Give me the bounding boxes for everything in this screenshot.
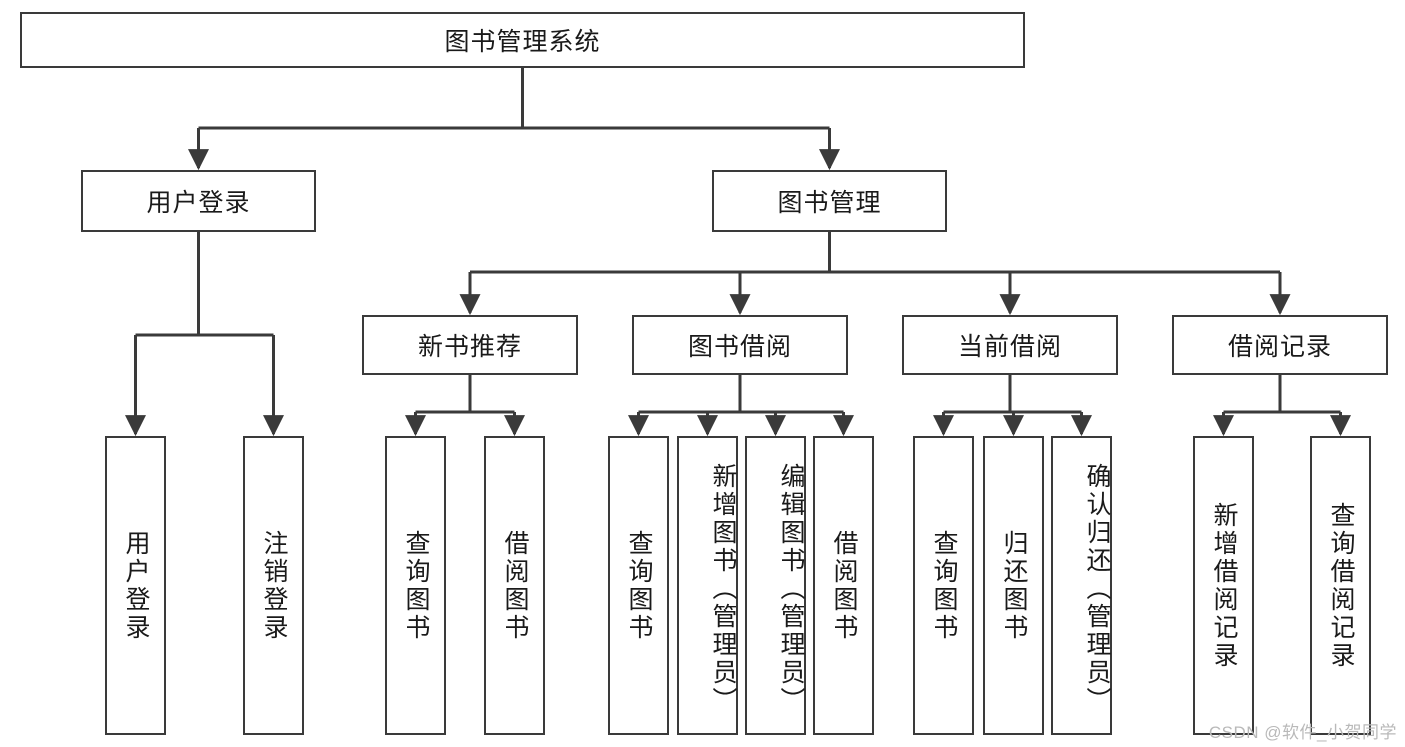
leaf-node-7[interactable]: 借阅图书 <box>813 436 874 735</box>
level3-node-3-label: 借阅记录 <box>1227 333 1332 361</box>
leaf-node-7-label: 借阅图书 <box>830 529 858 642</box>
level2-node-0[interactable]: 用户登录 <box>81 170 316 232</box>
leaf-node-6-label: 编辑图书（管理员） <box>777 462 805 715</box>
leaf-node-4-label: 查询图书 <box>625 529 653 642</box>
leaf-node-1[interactable]: 注销登录 <box>243 436 304 735</box>
leaf-node-12[interactable]: 查询借阅记录 <box>1310 436 1371 735</box>
leaf-node-6[interactable]: 编辑图书（管理员） <box>745 436 806 735</box>
leaf-node-11[interactable]: 新增借阅记录 <box>1193 436 1254 735</box>
leaf-node-3[interactable]: 借阅图书 <box>484 436 545 735</box>
level2-node-0-label: 用户登录 <box>146 189 251 217</box>
level2-node-1[interactable]: 图书管理 <box>712 170 947 232</box>
root-node-0-label: 图书管理系统 <box>444 28 601 56</box>
level3-node-0-label: 新书推荐 <box>417 333 522 361</box>
leaf-node-9-label: 归还图书 <box>1000 529 1028 642</box>
level3-node-1[interactable]: 图书借阅 <box>632 315 848 375</box>
leaf-node-3-label: 借阅图书 <box>501 529 529 642</box>
leaf-node-0[interactable]: 用户登录 <box>105 436 166 735</box>
level3-node-0[interactable]: 新书推荐 <box>362 315 578 375</box>
leaf-node-2-label: 查询图书 <box>402 529 430 642</box>
leaf-node-12-label: 查询借阅记录 <box>1327 501 1355 670</box>
leaf-node-8[interactable]: 查询图书 <box>913 436 974 735</box>
leaf-node-0-label: 用户登录 <box>122 529 150 642</box>
leaf-node-1-label: 注销登录 <box>260 529 288 642</box>
leaf-node-11-label: 新增借阅记录 <box>1210 501 1238 670</box>
leaf-node-4[interactable]: 查询图书 <box>608 436 669 735</box>
level3-node-2-label: 当前借阅 <box>957 333 1062 361</box>
leaf-node-10[interactable]: 确认归还（管理员） <box>1051 436 1112 735</box>
root-node-0[interactable]: 图书管理系统 <box>20 12 1025 68</box>
leaf-node-8-label: 查询图书 <box>930 529 958 642</box>
leaf-node-5-label: 新增图书（管理员） <box>709 462 737 715</box>
level3-node-3[interactable]: 借阅记录 <box>1172 315 1388 375</box>
leaf-node-10-label: 确认归还（管理员） <box>1083 462 1111 715</box>
leaf-node-9[interactable]: 归还图书 <box>983 436 1044 735</box>
leaf-node-5[interactable]: 新增图书（管理员） <box>677 436 738 735</box>
csdn-watermark: CSDN @软件_小贺同学 <box>1208 723 1397 742</box>
level3-node-1-label: 图书借阅 <box>687 333 792 361</box>
level2-node-1-label: 图书管理 <box>777 189 882 217</box>
leaf-node-2[interactable]: 查询图书 <box>385 436 446 735</box>
level3-node-2[interactable]: 当前借阅 <box>902 315 1118 375</box>
